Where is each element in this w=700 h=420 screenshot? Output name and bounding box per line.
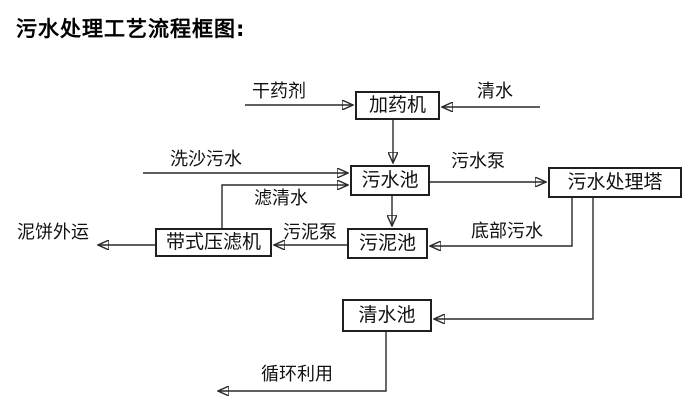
node-belt-filter-press: 带式压滤机 <box>155 228 272 257</box>
label-filtered-water: 滤清水 <box>254 188 308 209</box>
node-dosing-machine: 加药机 <box>355 91 440 120</box>
label-dry-agent: 干药剂 <box>252 81 306 102</box>
edge-bottom-sewage-to-sludge-pool <box>430 198 573 246</box>
label-sewage-pump: 污水泵 <box>451 151 505 172</box>
label-clean-water: 清水 <box>477 81 513 102</box>
edge-filtered-water-to-sewage-pool <box>221 185 348 228</box>
label-mud-cake-out: 泥饼外运 <box>17 222 89 243</box>
node-sewage-pool: 污水池 <box>350 165 430 196</box>
label-sludge-pump: 污泥泵 <box>283 222 337 243</box>
node-clean-water-pool: 清水池 <box>342 299 432 332</box>
label-sand-wash-sewage: 洗沙污水 <box>170 149 242 170</box>
node-sludge-pool: 污泥池 <box>347 228 428 259</box>
edge-tower-to-clean-water-pool <box>434 198 594 319</box>
node-treatment-tower: 污水处理塔 <box>548 167 682 198</box>
label-recycle-use: 循环利用 <box>261 364 333 385</box>
page-title: 污水处理工艺流程框图: <box>16 17 246 41</box>
edge-clean-water-pool-to-recycle <box>218 332 387 391</box>
label-bottom-sewage: 底部污水 <box>471 221 543 242</box>
